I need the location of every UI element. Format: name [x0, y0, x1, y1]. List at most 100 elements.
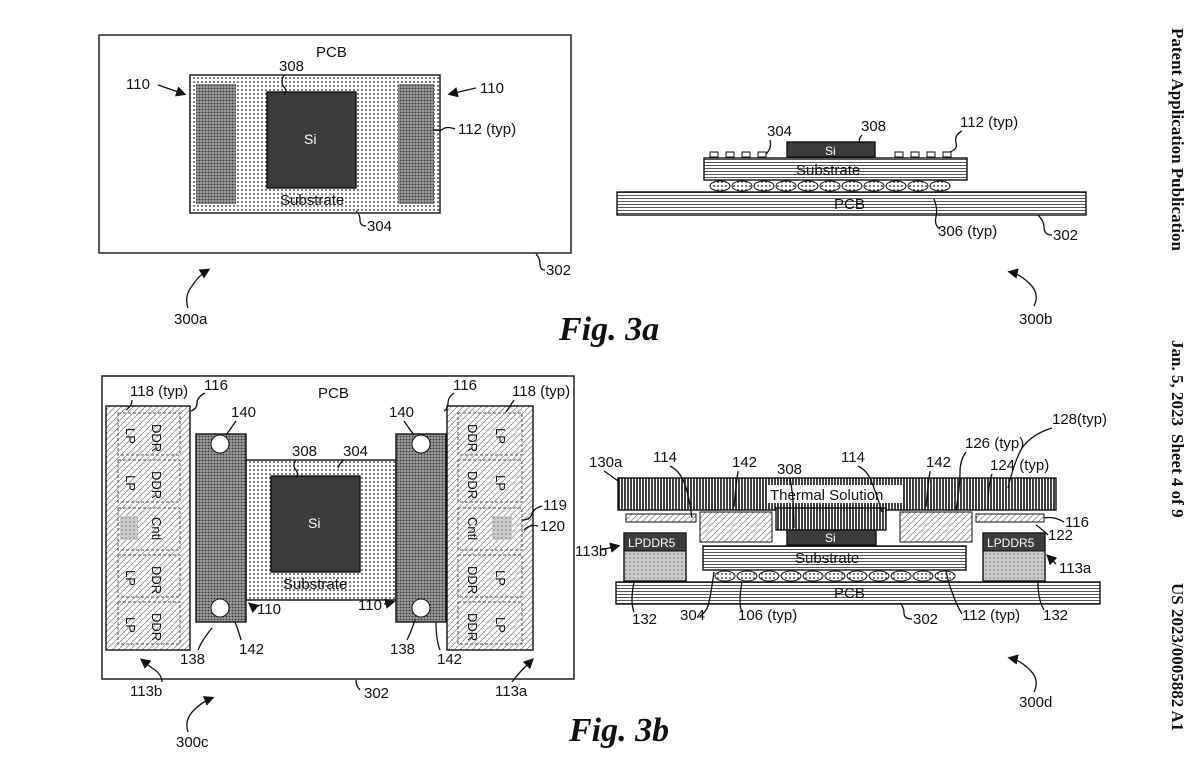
- ref-113b: 113b: [130, 683, 162, 700]
- pcb-label: PCB: [318, 385, 349, 402]
- lp-label: LP: [123, 428, 138, 444]
- ref-300a: 300a: [174, 311, 208, 328]
- pcb-label: PCB: [834, 196, 865, 213]
- substrate-label: Substrate: [280, 192, 344, 209]
- ref-304: 304: [367, 218, 392, 235]
- lp-label: LP: [123, 570, 138, 586]
- fig3b-caption: Fig. 3b: [568, 712, 669, 749]
- ref-302: 302: [546, 262, 571, 279]
- si-label: Si: [308, 515, 320, 531]
- memory-module-113b: [105, 405, 191, 651]
- via-138-right: [411, 598, 431, 618]
- ref-132-left: 132: [632, 611, 657, 628]
- flex-116-right: [975, 513, 1045, 523]
- ref-126: 126 (typ): [965, 435, 1024, 452]
- lpddr5-chip-left: [623, 532, 687, 552]
- ref-114-left: 114: [653, 449, 677, 466]
- ref-306: 306 (typ): [938, 223, 997, 240]
- interposer-right: [395, 433, 447, 623]
- si-die: [786, 141, 876, 158]
- ref-138-right: 138: [390, 641, 415, 658]
- pcb-layer: [616, 191, 1087, 216]
- ref-122: 122: [1048, 527, 1073, 544]
- ref-302: 302: [1053, 227, 1078, 244]
- interposer-left: [699, 511, 773, 543]
- si-die: [266, 91, 357, 189]
- ref-116-left: 116: [204, 377, 228, 394]
- ref-300d: 300d: [1019, 694, 1052, 711]
- ddr-label: DDR: [465, 424, 480, 452]
- fig3a-caption: Fig. 3a: [558, 311, 659, 348]
- ref-110-left: 110: [257, 601, 281, 618]
- si-label: Si: [304, 131, 316, 147]
- ref-142-left: 142: [239, 641, 264, 658]
- ref-113a: 113a: [1059, 560, 1092, 577]
- ref-304: 304: [680, 607, 705, 624]
- pcb-label: PCB: [316, 44, 347, 61]
- ddr-label: DDR: [149, 424, 164, 452]
- ref-118-right: 118 (typ): [512, 383, 570, 400]
- memory-labels-left: LP DDR LP DDR Cntl LP DDR LP DDR: [123, 424, 164, 641]
- ref-120: 120: [540, 518, 565, 535]
- ref-308: 308: [861, 118, 886, 135]
- substrate-label: Substrate: [795, 550, 859, 567]
- ref-128: 128(typ): [1052, 411, 1107, 428]
- ref-119: 119: [543, 497, 567, 514]
- ddr-label: DDR: [149, 613, 164, 641]
- ref-110-right: 110: [358, 597, 382, 614]
- thermal-label: Thermal Solution: [770, 487, 883, 504]
- ref-308: 308: [279, 58, 304, 75]
- lp-label: LP: [493, 570, 508, 586]
- ball-array-right: [398, 84, 434, 204]
- interposer-left: [195, 433, 247, 623]
- si-label: Si: [825, 531, 836, 545]
- ref-300c: 300c: [176, 734, 209, 751]
- ref-130a: 130a: [589, 454, 623, 471]
- ball-array-left: [196, 84, 236, 204]
- fig3a-top-view: PCB Si Substrate 110 110 308 112 (typ) 3…: [98, 34, 572, 328]
- ref-124: 124 (typ): [990, 457, 1049, 474]
- ddr-label: DDR: [465, 613, 480, 641]
- ddr-label: DDR: [149, 471, 164, 499]
- fig3b-side-view: PCB Substrate LPDDR5 LPDDR5 Si The: [575, 411, 1107, 711]
- ref-112: 112 (typ): [960, 114, 1018, 131]
- ref-300b: 300b: [1019, 311, 1052, 328]
- ddr-label: DDR: [149, 566, 164, 594]
- ref-132-right: 132: [1043, 607, 1068, 624]
- flex-116-left: [625, 513, 697, 523]
- ref-116: 116: [1065, 514, 1089, 531]
- ddr-label: DDR: [465, 566, 480, 594]
- ref-142-right: 142: [926, 454, 951, 471]
- cntl-label: Cntl: [465, 517, 480, 540]
- ref-114-right: 114: [841, 449, 865, 466]
- thermal-solution-base: [775, 507, 887, 531]
- ref-304: 304: [343, 443, 368, 460]
- solder-balls-106: [714, 570, 956, 582]
- ref-116-right: 116: [453, 377, 477, 394]
- lp-label: LP: [123, 475, 138, 491]
- pcb-label: PCB: [834, 585, 865, 602]
- fig3a-side-view: PCB Substrate Si 304 308 112 (typ): [616, 114, 1087, 328]
- substrate-label: Substrate: [283, 576, 347, 593]
- ref-106: 106 (typ): [738, 607, 797, 624]
- top-pads-112: [709, 151, 952, 158]
- ref-302: 302: [364, 685, 389, 702]
- ref-110-right: 110: [480, 80, 504, 97]
- lp-label: LP: [493, 428, 508, 444]
- header-number: US 2023/0005882 A1: [1168, 583, 1187, 731]
- ref-138-left: 138: [180, 651, 205, 668]
- via-140-right: [411, 434, 431, 454]
- si-label: Si: [825, 144, 836, 158]
- memory-chips-left: [117, 412, 181, 645]
- interposer-right: [899, 511, 973, 543]
- cntl-label: Cntl: [149, 517, 164, 540]
- lpddr5-chip-right: [982, 532, 1046, 552]
- thermal-label-bg: [768, 485, 902, 503]
- ref-113b: 113b: [575, 543, 607, 560]
- lpddr5-label-left: LPDDR5: [628, 536, 676, 550]
- lp-label: LP: [123, 617, 138, 633]
- header-sheet: Sheet 4 of 9: [1168, 434, 1187, 518]
- memory-module-113a: [446, 405, 534, 651]
- substrate-label: Substrate: [796, 162, 860, 179]
